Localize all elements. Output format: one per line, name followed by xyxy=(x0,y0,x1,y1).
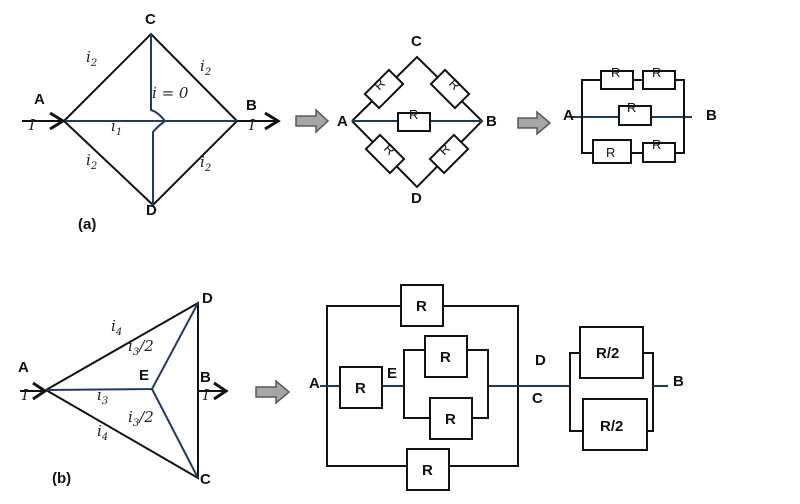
resistor-cb: R xyxy=(429,68,471,110)
svg-text:R: R xyxy=(652,137,661,152)
bridge-node-c: C xyxy=(411,33,422,50)
transform-arrow-icon xyxy=(517,110,552,136)
resistor-ab xyxy=(397,112,431,132)
current-lower-right: i2 xyxy=(200,153,211,174)
node-b-label: B xyxy=(200,369,211,386)
resistor-inner-lower xyxy=(429,397,473,440)
svg-text:R: R xyxy=(445,411,456,428)
right-rail xyxy=(675,79,685,154)
figure-a-current-diagram: A C B D I I i2 i2 i2 i2 i1 i = 0 (a) xyxy=(22,11,281,233)
node-d-label: D xyxy=(146,202,157,219)
resistor-half-upper xyxy=(579,326,644,379)
equivalent-circuit-b: R R R R R R/2 R/2 A E D C B xyxy=(309,284,684,491)
cd-wire-hop xyxy=(150,34,167,205)
current-ed: i3/2 xyxy=(128,337,154,358)
figure-b-caption: (b) xyxy=(52,470,71,487)
final-right-rail xyxy=(643,352,654,432)
current-middle: i1 xyxy=(111,117,122,138)
input-arrow-icon xyxy=(32,381,48,401)
resistor-bottom xyxy=(406,448,450,491)
resistor-ac: R xyxy=(363,68,405,110)
current-lower-left: i2 xyxy=(86,151,97,172)
resistor-bottom-2 xyxy=(642,142,676,163)
resistor-series xyxy=(339,366,383,409)
svg-text:R/2: R/2 xyxy=(600,418,623,435)
final-left-rail xyxy=(569,352,583,432)
current-upper-left: i2 xyxy=(86,48,97,69)
bridge-node-b: B xyxy=(486,113,497,130)
current-upper-right: i2 xyxy=(200,57,211,78)
output-current-label: I xyxy=(202,386,210,404)
resistor-middle xyxy=(618,105,652,126)
eq-node-e: E xyxy=(387,365,397,382)
svg-text:R: R xyxy=(422,462,433,479)
bridge-circuit: R R R R R A C B D xyxy=(337,33,497,207)
eq-node-c: C xyxy=(532,390,543,407)
node-b-label: B xyxy=(246,97,257,114)
svg-text:R: R xyxy=(652,65,661,80)
node-c-label: C xyxy=(200,471,211,488)
node-a-label: A xyxy=(34,91,45,108)
svg-text:R: R xyxy=(440,349,451,366)
eq-node-a: A xyxy=(309,375,320,392)
resistor-top-2 xyxy=(642,70,676,90)
parallel-node-a: A xyxy=(563,107,574,124)
inner-right-rail xyxy=(467,349,489,419)
output-arrow-icon xyxy=(264,111,281,131)
current-cd-zero: i = 0 xyxy=(152,84,189,102)
resistor-top xyxy=(400,284,444,327)
input-arrow-icon xyxy=(49,111,66,131)
output-arrow-icon xyxy=(213,381,229,401)
svg-text:R: R xyxy=(416,298,427,315)
svg-text:R/2: R/2 xyxy=(596,345,619,362)
resistor-bottom-1 xyxy=(592,139,632,164)
current-upper: i4 xyxy=(111,317,122,338)
transform-arrow-icon xyxy=(255,379,291,405)
resistor-inner-upper xyxy=(424,335,468,378)
transform-arrow-icon xyxy=(295,108,330,134)
current-middle: i3 xyxy=(97,386,108,407)
ec-wire xyxy=(151,388,199,479)
svg-text:R: R xyxy=(611,65,620,80)
current-lower: i4 xyxy=(97,422,108,443)
node-d-label: D xyxy=(202,290,213,307)
bridge-node-d: D xyxy=(411,190,422,207)
eq-node-b: B xyxy=(673,373,684,390)
figure-a-caption: (a) xyxy=(78,216,96,233)
left-rail xyxy=(581,79,601,154)
figure-b-current-diagram: A D B C E I I i4 i3/2 i3 i3/2 i4 (b) xyxy=(18,290,229,488)
input-current-label: I xyxy=(21,386,29,404)
current-ec: i3/2 xyxy=(128,408,154,429)
resistor-ab-label: R xyxy=(409,107,418,122)
node-c-label: C xyxy=(145,11,156,28)
bridge-node-a: A xyxy=(337,113,348,130)
resistor-ad: R xyxy=(364,133,406,175)
inner-left-rail xyxy=(403,349,430,419)
eq-node-d: D xyxy=(535,352,546,369)
svg-text:R: R xyxy=(355,380,366,397)
node-e-label: E xyxy=(139,367,149,384)
parallel-node-b: B xyxy=(706,107,717,124)
svg-text:R: R xyxy=(606,145,615,160)
svg-text:R: R xyxy=(627,100,636,115)
resistor-half-lower xyxy=(582,398,648,451)
input-current-label: I xyxy=(28,116,36,134)
parallel-circuit-a: R R R R R A B xyxy=(563,65,717,164)
node-a-label: A xyxy=(18,359,29,376)
output-current-label: I xyxy=(248,116,256,134)
resistor-db: R xyxy=(428,133,470,175)
